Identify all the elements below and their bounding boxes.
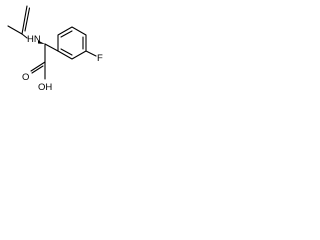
bond-ring-to-fluorine	[85, 50, 97, 57]
bond-carbonyl-outer	[30, 61, 46, 72]
acid-oxygen-label: O	[22, 72, 29, 83]
bond-carbonyl-inner	[31, 65, 44, 74]
bond-acetyl-carbonyl-inner	[24, 7, 31, 32]
bond-acetyl-methyl	[7, 25, 23, 35]
carboxylic-acid-group	[30, 61, 46, 80]
structure-canvas: HN F O OH	[0, 0, 121, 100]
bond-acetyl-to-nh	[21, 33, 28, 39]
alpha-carbon-bonds	[44, 43, 59, 63]
bond-acetyl-carbonyl-outer	[21, 5, 28, 35]
amide-nh-label: HN	[27, 34, 41, 45]
acid-hydroxyl-label: OH	[38, 82, 52, 93]
acetyl-group	[7, 5, 31, 39]
ring-double-bond-3	[60, 48, 73, 56]
fluorine-label: F	[97, 53, 103, 64]
wedge-bond-n-to-alpha-carbon	[38, 40, 45, 44]
bond-alpha-to-ring	[44, 43, 59, 52]
molecule-diagram: HN F O OH	[7, 5, 103, 93]
benzene-ring	[57, 26, 87, 60]
ring-double-bond-1	[60, 30, 73, 38]
fluorophenyl-ring	[57, 26, 97, 60]
